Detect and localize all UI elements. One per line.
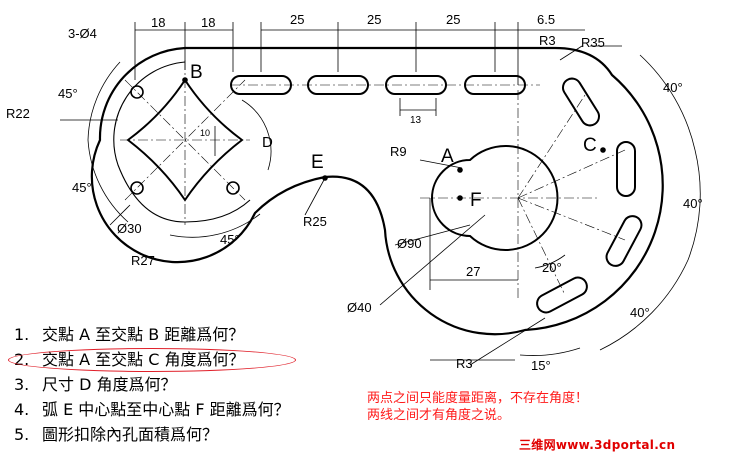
dim-slot-width: 13 (410, 115, 422, 126)
dim-radius-r35: R35 (581, 35, 605, 50)
small-holes (130, 85, 240, 195)
dim-length-27: 27 (466, 264, 480, 279)
arc-slots (536, 77, 643, 314)
question-number: 4. (14, 400, 30, 419)
site-watermark: 三维网www.3dportal.cn (519, 438, 676, 452)
dim-d: D (262, 134, 273, 151)
dim-diameter-40: Ø40 (347, 300, 372, 315)
question-text: 交點 A 至交點 B 距離爲何？ (42, 325, 245, 344)
f-hole-contour (431, 145, 559, 251)
point-label-e: E (311, 152, 324, 173)
dim-slot-pitch-3: 25 (446, 12, 460, 27)
dim-height-10: 10 (200, 128, 210, 138)
dimension-lines (60, 22, 585, 361)
dim-angle-45-bottom: 45° (72, 180, 92, 195)
question-number: 5. (14, 425, 30, 444)
outer-contour (90, 46, 664, 336)
dim-angle-40-b: 40° (683, 196, 703, 211)
question-item: 4. 弧 E 中心點至中心點 F 距離爲何？ (14, 397, 290, 422)
left-inner-contour (113, 61, 251, 223)
dim-radius-r22: R22 (6, 106, 30, 121)
dim-radius-r3-bottom: R3 (456, 356, 473, 371)
question-highlight-ellipse (8, 348, 296, 372)
dim-angle-45-lower: 45° (220, 232, 240, 247)
dim-angle-40-c: 40° (630, 305, 650, 320)
point-label-a: A (441, 146, 454, 167)
dim-width-b1: 18 (151, 15, 165, 30)
question-text: 弧 E 中心點至中心點 F 距離爲何？ (42, 400, 290, 419)
center-lines (120, 60, 626, 300)
question-text: 尺寸 D 角度爲何？ (42, 375, 177, 394)
dim-angle-15: 15° (531, 358, 551, 373)
dim-angle-20: 20° (542, 260, 562, 275)
dim-radius-r3-top: R3 (539, 33, 556, 48)
question-item: 5. 圖形扣除內孔面積爲何？ (14, 422, 290, 447)
dim-diameter-90: Ø90 (397, 236, 422, 251)
top-slots (230, 75, 526, 95)
dim-angle-45-top: 45° (58, 86, 78, 101)
point-label-f: F (470, 190, 482, 211)
point-label-c: C (583, 135, 597, 156)
question-text: 圖形扣除內孔面積爲何？ (42, 425, 219, 444)
dim-radius-r25: R25 (303, 214, 327, 229)
dim-slot-pitch-1: 25 (290, 12, 304, 27)
question-item: 3. 尺寸 D 角度爲何？ (14, 372, 290, 397)
question-number: 3. (14, 375, 30, 394)
dim-right-offset: 6.5 (537, 12, 555, 27)
question-item: 1. 交點 A 至交點 B 距離爲何？ (14, 322, 290, 347)
question-number: 1. (14, 325, 30, 344)
note-line-1: 两点之间只能度量距离，不存在角度！ (367, 391, 589, 406)
dim-slot-pitch-2: 25 (367, 12, 381, 27)
diamond-cutout (126, 78, 244, 202)
question-list: 1.交點 A 至交點 B 距離爲何？ 2.交點 A 至交點 C 角度爲何？ 3.… (14, 322, 290, 447)
point-label-b: B (190, 62, 203, 83)
dim-hole-count: 3-Ø4 (68, 26, 97, 41)
dim-width-b2: 18 (201, 15, 215, 30)
note-line-2: 两线之间才有角度之说。 (367, 408, 511, 423)
point-markers (182, 77, 606, 201)
dim-radius-r27: R27 (131, 253, 155, 268)
dimension-arcs (87, 45, 701, 366)
dim-radius-r9: R9 (390, 144, 407, 159)
dim-angle-40-a: 40° (663, 80, 683, 95)
red-note: 两点之间只能度量距离，不存在角度！ 两线之间才有角度之说。 (367, 390, 588, 424)
dim-diameter-30: Ø30 (117, 221, 142, 236)
